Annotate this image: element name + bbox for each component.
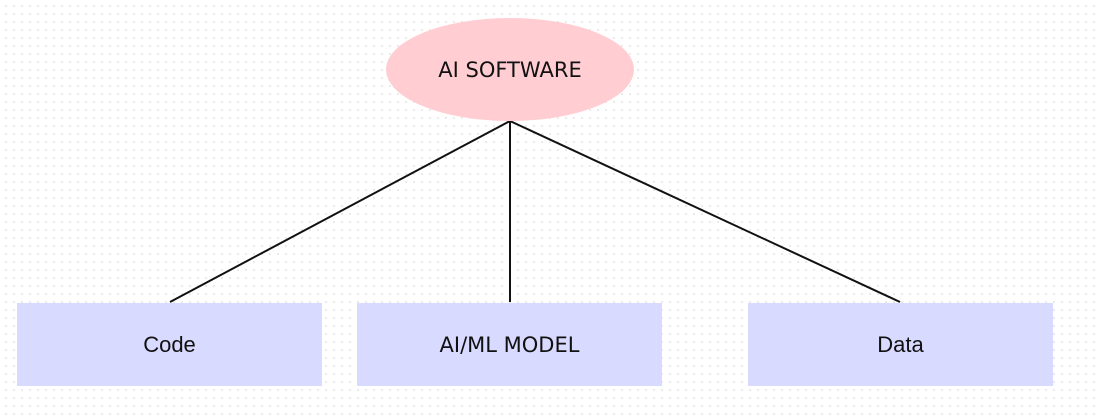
root-node-label: AI SOFTWARE <box>438 57 582 82</box>
child-node-label: AI/ML MODEL <box>439 332 580 357</box>
child-node-label: Data <box>877 331 924 357</box>
child-node-data: Data <box>748 303 1053 386</box>
child-node-code: Code <box>17 303 322 386</box>
edge-root-to-code <box>169 120 511 303</box>
edge-root-to-data <box>509 120 901 303</box>
child-node-label: Code <box>143 331 196 357</box>
root-node-ai-software: AI SOFTWARE <box>386 18 634 121</box>
child-node-ai-ml-model: AI/ML MODEL <box>357 303 662 386</box>
